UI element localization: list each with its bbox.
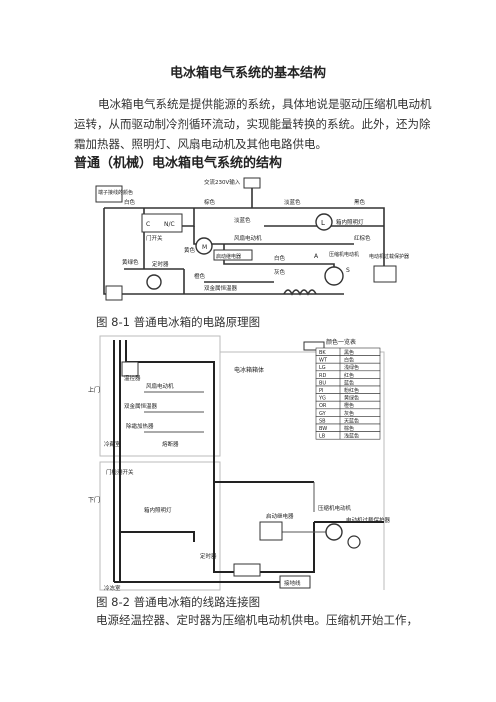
section-heading: 普通（机械）电冰箱电气系统的结构	[74, 156, 283, 171]
color-name: 白色	[344, 357, 354, 364]
color-table-title: 颜色一览表	[326, 338, 356, 346]
figure-8-1-caption: 图 8-1 普通电冰箱的电路原理图	[96, 315, 261, 329]
color-name: 橙色	[344, 402, 354, 409]
cabinet-label: 电冰箱箱体	[234, 366, 264, 374]
cabinet-lamp-label-2: 箱内照明灯	[144, 506, 172, 514]
switch-nc-label: N/C	[164, 221, 175, 228]
color-code: WT	[319, 358, 328, 364]
wire-brown-label: 棕色	[204, 198, 216, 206]
upper-door-label: 上门	[88, 386, 100, 394]
color-name: 蓝色	[344, 379, 354, 386]
color-name: 浅蓝色	[344, 433, 359, 440]
tail-paragraph: 电源经温控器、定时器为压缩机电动机供电。压缩机开始工作，	[96, 613, 418, 627]
start-relay-label-2: 启动继电器	[266, 512, 294, 520]
defrost-heater-label-2: 除霜加热器	[126, 422, 154, 430]
wire-yellowgreen-label: 黄绿色	[122, 258, 139, 266]
color-code: LG	[319, 365, 326, 371]
color-code: BK	[319, 350, 326, 356]
color-code: SB	[319, 418, 326, 424]
overload-label-2: 电动机过载保护器	[346, 516, 391, 524]
cabinet-lamp-label: 箱内照明灯	[336, 218, 364, 226]
wire-black-label: 黑色	[354, 198, 366, 206]
color-name: 粉红色	[344, 387, 359, 394]
color-code: LB	[319, 434, 326, 440]
color-name: 天蓝色	[344, 417, 359, 424]
overload-protector-label: 电动机过载保护器	[369, 253, 409, 260]
node-a-label: A	[314, 253, 319, 260]
door-switch-label: 门开关	[146, 234, 163, 242]
figure-8-2-caption: 图 8-2 普通电冰箱的线路连接图	[96, 595, 261, 609]
fuse-label: 熔断器	[162, 440, 179, 448]
document-title: 电冰箱电气系统的基本结构	[169, 66, 326, 81]
wire-redbrown-label: 红棕色	[354, 234, 371, 242]
node-s-label: S	[346, 267, 350, 274]
color-name: 黄绿色	[344, 395, 359, 402]
color-code: PI	[319, 388, 324, 394]
lamp-symbol-l: L	[321, 219, 325, 227]
color-code: YG	[318, 396, 326, 402]
freezer-label: 冷藏室	[104, 440, 121, 448]
timer-label: 定时器	[152, 260, 169, 268]
color-code: BW	[319, 426, 327, 432]
schematic-diagram: 交流230V输入 端子接线的颜色 白色 棕色 淡蓝色 黑色 淡蓝色 L 箱内照明…	[95, 177, 409, 301]
wire-lightblue2-label: 淡蓝色	[234, 216, 251, 224]
color-code: GY	[319, 411, 327, 417]
wire-yellow-label: 黄色	[184, 246, 196, 254]
freezer-bottom-label: 冷冻室	[104, 584, 121, 592]
fan-motor-label: 风扇电动机	[234, 234, 262, 242]
timer-label-2: 定时器	[200, 552, 217, 560]
fan-motor-label-2: 风扇电动机	[146, 382, 174, 390]
wiring-diagram: 电冰箱箱体 上门 下门 温控器 风扇电动机 双金属恒温器 除霜加热器 冷藏室 熔…	[88, 335, 391, 592]
wire-gray-label: 灰色	[274, 268, 286, 276]
terminal-color-label: 端子接线的颜色	[98, 189, 133, 196]
ground-label: 接地线	[284, 579, 301, 587]
lower-door-label: 下门	[88, 496, 100, 504]
color-code: BU	[319, 380, 326, 386]
color-name: 黑色	[344, 349, 354, 356]
color-table: BK 黑色 WT 白色 LG 浅绿色 RD 红色 BU 蓝色 PI 粉红色 YG 黄绿色 OR 橙色 GY 灰色 S…	[315, 347, 381, 440]
color-code: RD	[319, 373, 326, 379]
wire-orange-label: 橙色	[194, 272, 206, 280]
color-name: 棕色	[344, 425, 354, 432]
defrost-heater-label: 双金属恒温器	[204, 284, 238, 292]
bimetal-label: 双金属恒温器	[124, 402, 158, 410]
wire-white-label: 白色	[124, 198, 136, 206]
color-name: 红色	[344, 372, 354, 379]
wire-white2-label: 白色	[274, 254, 286, 262]
color-table-row	[315, 431, 381, 440]
intro-paragraph: 电冰箱电气系统是提供能源的系统，具体地说是驱动压缩机电动机运转，从而驱动制冷剂循…	[74, 97, 432, 151]
switch-c-label: C	[146, 221, 150, 228]
thermostat-label: 温控器	[124, 374, 141, 382]
compressor-motor-label: 压缩机电动机	[329, 251, 359, 258]
color-code: OR	[319, 403, 327, 409]
wire-lightblue-label: 淡蓝色	[284, 198, 301, 206]
color-name: 浅绿色	[344, 364, 359, 371]
fan-motor-symbol: M	[202, 244, 207, 251]
compressor-label-2: 压缩机电动机	[318, 504, 352, 512]
start-relay-label: 启动继电器	[216, 253, 241, 260]
door-switch-label-2: 门检测开关	[106, 468, 134, 476]
ac-input-label: 交流230V输入	[204, 178, 241, 186]
color-name: 灰色	[344, 410, 354, 417]
